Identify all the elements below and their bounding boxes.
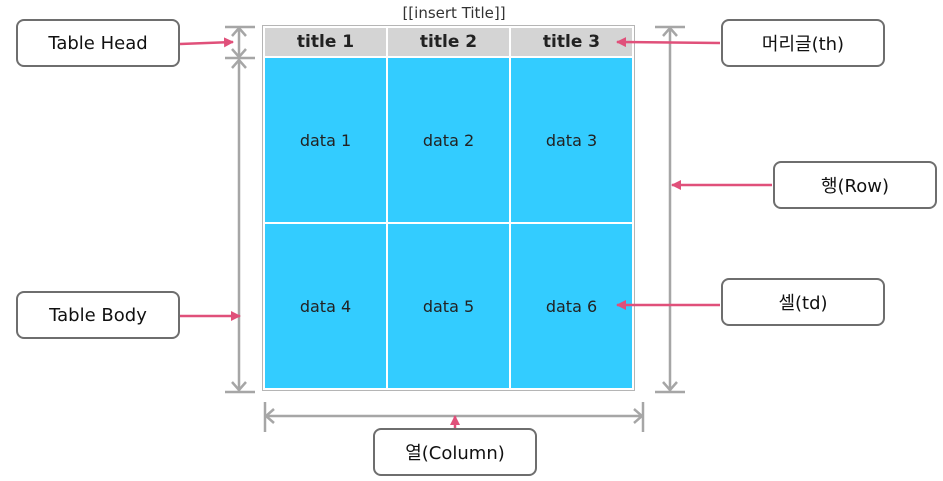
data-cell: data 6 <box>511 224 632 388</box>
table-row: data 1 data 2 data 3 <box>265 58 632 222</box>
row-label: 행(Row) <box>773 161 937 209</box>
table-row: data 4 data 5 data 6 <box>265 224 632 388</box>
data-cell: data 3 <box>511 58 632 222</box>
data-cell: data 1 <box>265 58 386 222</box>
table-body: data 1 data 2 data 3 data 4 data 5 data … <box>265 58 632 388</box>
body-dimension-line <box>225 58 255 394</box>
header-cell-arrow <box>616 37 721 48</box>
data-cell: data 5 <box>388 224 509 388</box>
table-caption: [[insert Title]] <box>402 4 506 22</box>
head-dimension-line <box>225 25 255 60</box>
table-body-label: Table Body <box>16 291 180 339</box>
table-head-arrow <box>179 37 234 48</box>
column-label: 열(Column) <box>373 428 537 476</box>
data-cell: data 2 <box>388 58 509 222</box>
header-cell-label: 머리글(th) <box>721 19 885 67</box>
header-cell-1: title 1 <box>265 28 386 56</box>
example-table: title 1 title 2 title 3 data 1 data 2 da… <box>262 25 635 391</box>
cell-label: 셀(td) <box>721 278 885 326</box>
table-head-label: Table Head <box>16 19 180 67</box>
data-cell: data 4 <box>265 224 386 388</box>
row-dimension-line <box>655 25 685 394</box>
table-head: title 1 title 2 title 3 <box>265 28 632 56</box>
header-cell-2: title 2 <box>388 28 509 56</box>
header-row: title 1 title 2 title 3 <box>265 28 632 56</box>
header-cell-3: title 3 <box>511 28 632 56</box>
